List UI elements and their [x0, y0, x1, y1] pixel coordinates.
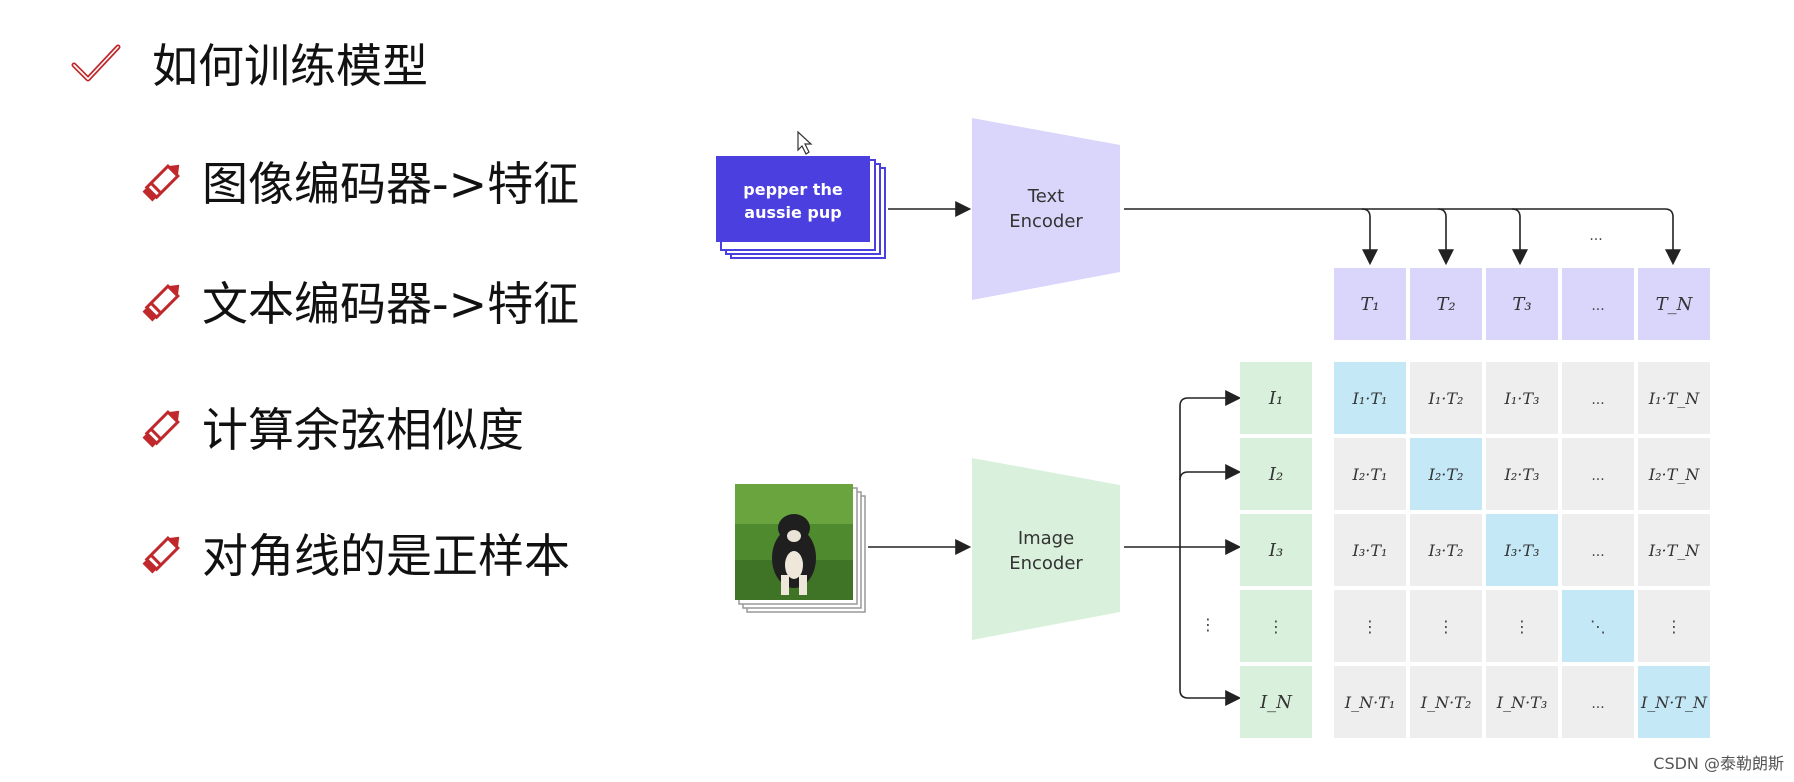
matrix-cell-diagonal	[1410, 438, 1482, 510]
image-feature-i1: I₁	[1268, 388, 1283, 409]
matrix-cell-diagonal	[1562, 590, 1634, 662]
matrix-label: ...	[1591, 392, 1604, 408]
matrix-label: ...	[1591, 544, 1604, 560]
text-feature-t2: T₂	[1436, 294, 1455, 315]
matrix-label: I₂·T₃	[1504, 465, 1540, 484]
bus-ellipsis: ...	[1589, 228, 1602, 244]
matrix-cell-diagonal	[1334, 362, 1406, 434]
image-encoder-line2: Encoder	[1009, 553, 1083, 574]
matrix-label: I₂·T₂	[1428, 465, 1464, 484]
pencil-icon	[142, 536, 180, 574]
matrix-label: I_N·T₂	[1420, 693, 1472, 712]
matrix-label: ...	[1591, 468, 1604, 484]
bullet-text: 图像编码器->特征	[202, 157, 580, 211]
matrix-label: I₃·T₂	[1428, 541, 1464, 560]
bullet-1: 图像编码器->特征	[138, 148, 579, 214]
matrix-label: I₂·T₁	[1352, 465, 1388, 484]
image-encoder-line1: Image	[1018, 528, 1074, 549]
text-feature-t3: T₃	[1512, 294, 1531, 315]
image-feature-i2: I₂	[1268, 464, 1283, 485]
matrix-cell-diagonal	[1486, 514, 1558, 586]
bullet-text: 文本编码器->特征	[202, 277, 580, 331]
matrix-label: I₃·T_N	[1648, 541, 1700, 560]
matrix-label: I_N·T₃	[1496, 693, 1548, 712]
similarity-matrix: I₁·T₁ I₁·T₂ I₁·T₃ ... I₁·T_N I₂·T₁ I₂·T₂…	[1334, 362, 1710, 738]
text-feature-arrows	[1124, 208, 1681, 266]
checkmark-icon	[71, 44, 121, 82]
image-encoder-shape	[972, 458, 1120, 640]
text-card-line2: aussie pup	[744, 203, 841, 222]
bullet-text: 对角线的是正样本	[202, 529, 570, 583]
text-input-stack: pepper the aussie pup	[716, 156, 886, 259]
pencil-icon	[142, 164, 180, 202]
matrix-label: ⋱	[1590, 617, 1606, 636]
bullet-3: 计算余弦相似度	[138, 394, 524, 460]
matrix-label: I₂·T_N	[1648, 465, 1700, 484]
text-feature-ellipsis: ...	[1591, 298, 1604, 314]
matrix-label: I₁·T_N	[1648, 389, 1700, 408]
matrix-label: I_N·T_N	[1640, 693, 1708, 712]
watermark: CSDN @泰勒朗斯	[1653, 754, 1784, 773]
matrix-label: ⋮	[1514, 617, 1530, 636]
matrix-label: ⋮	[1362, 617, 1378, 636]
image-input-stack	[735, 484, 866, 613]
text-card-line1: pepper the	[743, 180, 843, 199]
image-feature-i3: I₃	[1268, 540, 1283, 561]
text-encoder-line2: Encoder	[1009, 211, 1083, 232]
matrix-label: I₁·T₂	[1428, 389, 1464, 408]
cursor-icon	[797, 130, 813, 155]
text-feature-t1: T₁	[1360, 294, 1379, 315]
image-feature-column: I₁ I₂ I₃ ⋮ I_N	[1240, 362, 1312, 738]
text-encoder-shape	[972, 118, 1120, 300]
bullet-4: 对角线的是正样本	[138, 520, 570, 586]
pencil-icon	[142, 284, 180, 322]
matrix-label: ⋮	[1438, 617, 1454, 636]
pencil-icon	[142, 410, 180, 448]
heading-text: 如何训练模型	[152, 39, 428, 93]
matrix-label: I₁·T₃	[1504, 389, 1540, 408]
bus-vertical-ellipsis: ⋮	[1200, 615, 1216, 634]
text-feature-row: T₁ T₂ T₃ ... T_N	[1334, 268, 1710, 340]
image-feature-ellipsis: ⋮	[1268, 617, 1284, 636]
image-feature-arrows	[1124, 390, 1242, 706]
matrix-cell-diagonal	[1638, 666, 1710, 738]
matrix-label: I₃·T₁	[1352, 541, 1388, 560]
bullet-2: 文本编码器->特征	[138, 268, 579, 334]
text-feature-tn: T_N	[1656, 294, 1694, 315]
slide-text-panel: 如何训练模型 图像编码器->特征 文本编码器->特征	[0, 0, 640, 782]
text-card	[716, 156, 870, 242]
matrix-label: ...	[1591, 696, 1604, 712]
matrix-label: ⋮	[1666, 617, 1682, 636]
heading-row: 如何训练模型	[70, 30, 428, 96]
bullet-text: 计算余弦相似度	[202, 403, 524, 457]
matrix-label: I₃·T₃	[1504, 541, 1540, 560]
text-encoder-line1: Text	[1027, 186, 1064, 207]
dog-photo	[735, 484, 853, 600]
matrix-label: I_N·T₁	[1344, 693, 1396, 712]
matrix-label: I₁·T₁	[1352, 389, 1388, 408]
image-feature-in: I_N	[1259, 692, 1293, 713]
